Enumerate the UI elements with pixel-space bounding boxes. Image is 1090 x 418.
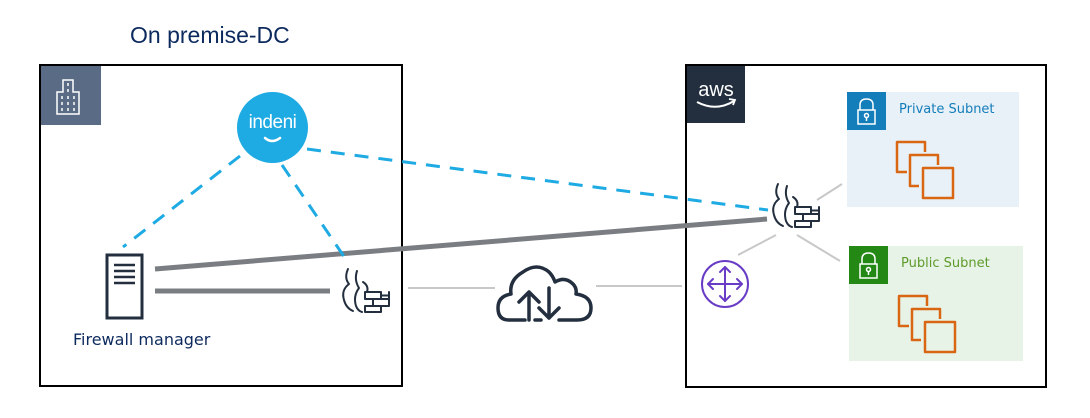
link-indeni-to-fw-manager	[122, 154, 241, 249]
indeni-logo-text: indeni	[248, 112, 297, 133]
private-subnet[interactable]: Private Subnet	[847, 92, 1019, 207]
router-icon	[701, 260, 749, 308]
ec2-instances-icon	[893, 138, 957, 202]
firewall-manager-node[interactable]	[104, 252, 146, 322]
on-premise-dc-region	[39, 64, 403, 387]
aws-router-node[interactable]	[700, 259, 750, 309]
link-router-to-aws-firewall	[737, 234, 777, 256]
cloud-upload-download-icon	[496, 265, 593, 322]
firewall-icon	[342, 268, 390, 313]
indeni-node[interactable]: indeni	[237, 92, 308, 163]
ec2-instances-icon	[895, 292, 959, 356]
firewall-manager-label: Firewall manager	[73, 330, 211, 349]
server-icon	[105, 253, 144, 320]
aws-logo-text: aws	[698, 79, 734, 101]
lock-icon	[847, 92, 886, 130]
internet-node[interactable]	[495, 258, 595, 326]
link-indeni-to-aws-firewall	[306, 147, 769, 212]
public-subnet-label: Public Subnet	[901, 256, 990, 271]
link-fw-manager-to-aws-firewall	[154, 216, 768, 272]
onprem-firewall-node[interactable]	[338, 266, 400, 314]
lock-icon	[849, 246, 888, 284]
region-title-on-premise-dc: On premise-DC	[130, 22, 290, 48]
firewall-icon	[772, 183, 820, 228]
building-icon	[41, 66, 101, 125]
aws-firewall-node[interactable]	[768, 181, 830, 229]
aws-logo-icon: aws	[687, 66, 745, 123]
link-aws-firewall-to-private-subnet	[816, 183, 843, 201]
public-subnet[interactable]: Public Subnet	[849, 246, 1023, 361]
indeni-logo-icon	[263, 136, 282, 143]
link-indeni-to-onprem-firewall	[280, 164, 347, 259]
private-subnet-label: Private Subnet	[899, 102, 995, 117]
link-aws-firewall-to-public-subnet	[796, 234, 841, 262]
